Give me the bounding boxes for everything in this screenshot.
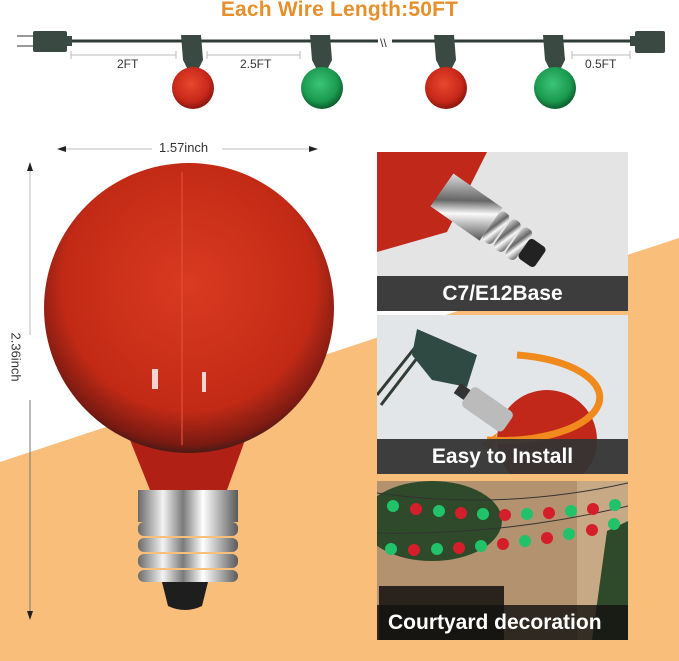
caption-install: Easy to Install (377, 439, 628, 474)
plug-icon (17, 31, 72, 52)
bulb-height-label: 2.36inch (8, 332, 24, 382)
large-red-bulb-image (44, 163, 334, 610)
socket-bulb-2 (301, 35, 343, 109)
string-light-wire-diagram: \\ (17, 31, 665, 109)
svg-text:\\: \\ (380, 36, 387, 50)
feature-panel-base: C7/E12Base (377, 152, 628, 311)
width-dimension-arrow (57, 146, 318, 152)
socket-bulb-1 (172, 35, 214, 109)
end-connector-icon (630, 31, 665, 53)
bulb-base-closeup-image (377, 152, 546, 267)
socket-bulb-3 (425, 35, 467, 109)
feature-panel-decoration: Courtyard decoration (377, 481, 628, 640)
bulb-width-label: 1.57inch (159, 140, 209, 155)
height-dimension-arrow (27, 162, 33, 620)
spacing-label-2-5ft: 2.5FT (240, 57, 272, 71)
spacing-label-2ft: 2FT (117, 57, 139, 71)
spacing-label-0-5ft: 0.5FT (585, 57, 617, 71)
caption-base: C7/E12Base (377, 276, 628, 311)
socket-bulb-4 (534, 35, 576, 109)
caption-decoration: Courtyard decoration (377, 605, 628, 640)
feature-panel-install: Easy to Install (377, 315, 628, 474)
wire-length-title: Each Wire Length:50FT (220, 0, 459, 21)
